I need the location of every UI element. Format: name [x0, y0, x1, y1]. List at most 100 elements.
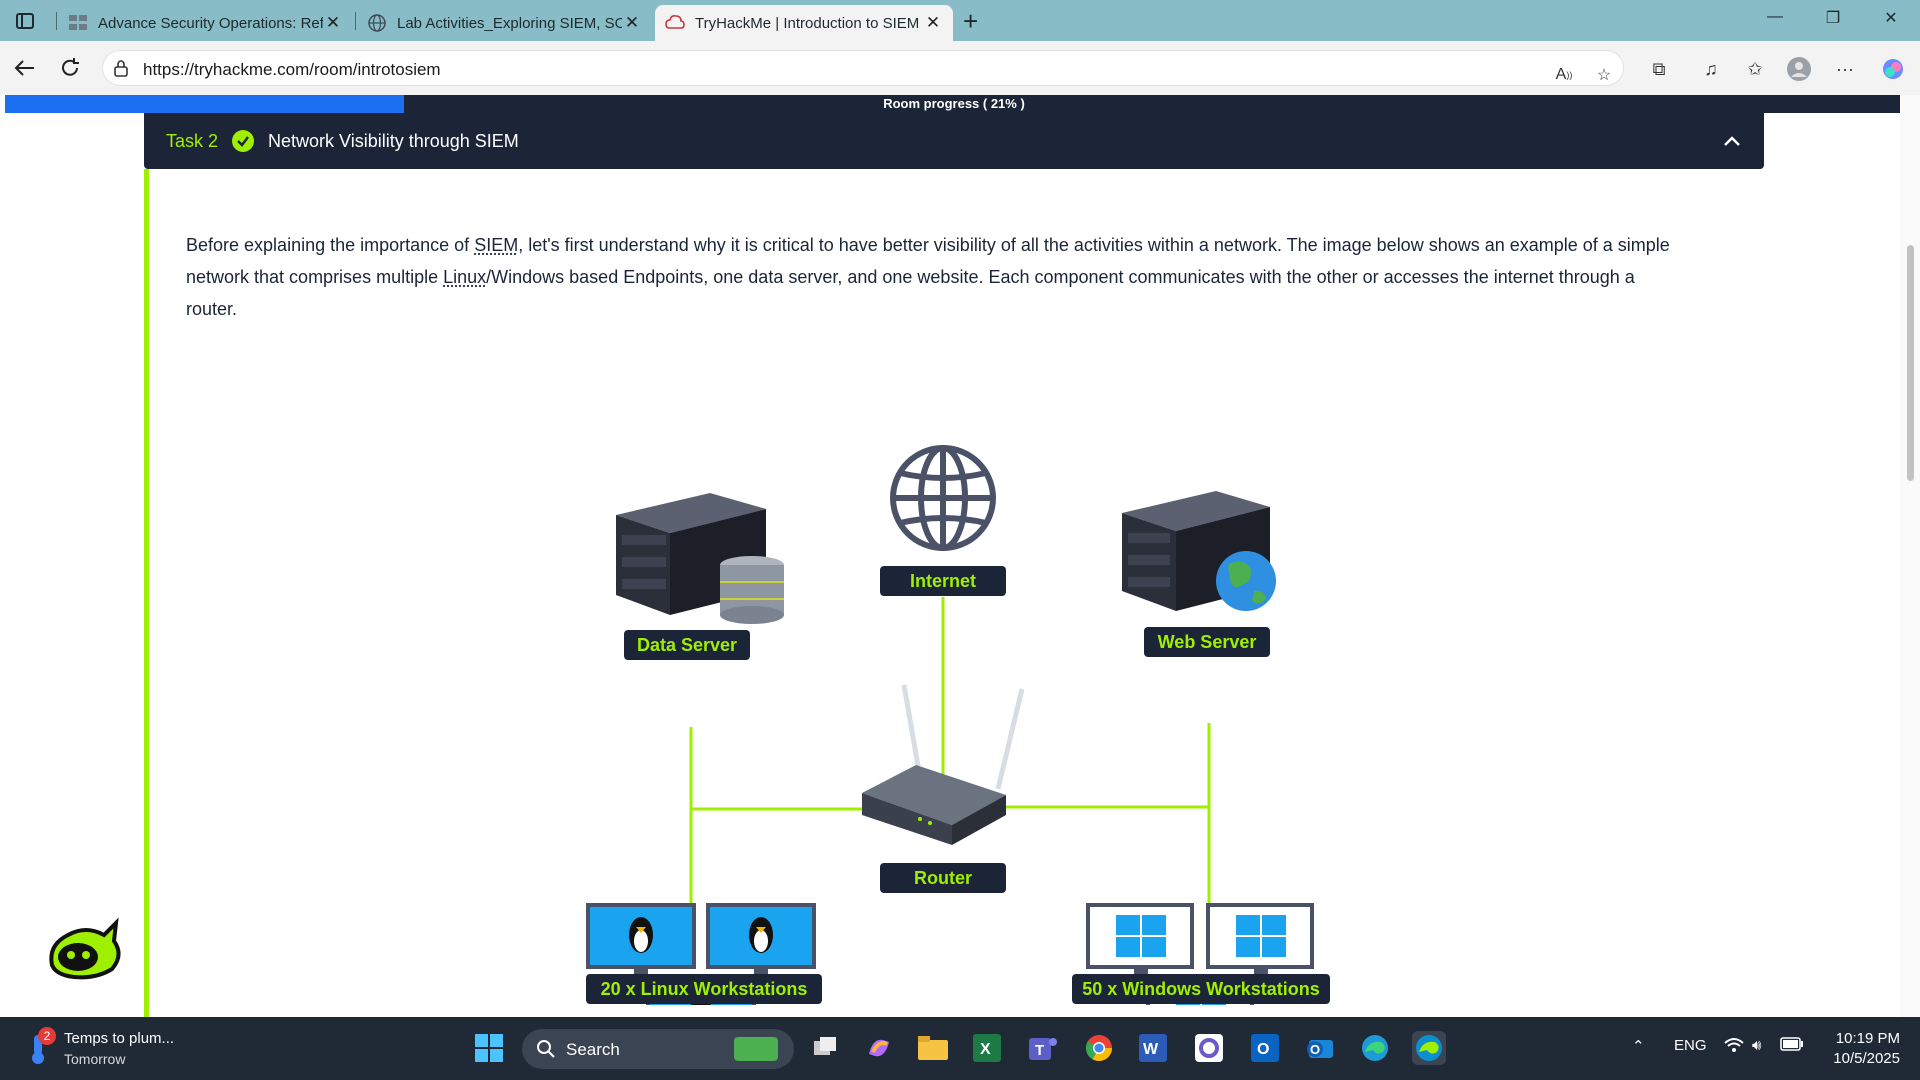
- search-placeholder: Search: [566, 1040, 620, 1059]
- copilot-icon[interactable]: [1878, 54, 1908, 84]
- profile-avatar[interactable]: [1784, 54, 1814, 84]
- new-outlook-icon[interactable]: O: [1302, 1031, 1336, 1065]
- read-aloud-icon[interactable]: A)): [1555, 66, 1573, 83]
- siem-term[interactable]: SIEM: [474, 235, 519, 255]
- tab-separator: [355, 12, 356, 30]
- globe-icon: [367, 13, 387, 33]
- svg-text:W: W: [1143, 1041, 1159, 1058]
- task-title: Network Visibility through SIEM: [268, 131, 519, 151]
- search-highlight-icon: [734, 1037, 778, 1061]
- wifi-icon[interactable]: [1724, 1037, 1744, 1057]
- file-explorer-icon[interactable]: [916, 1031, 950, 1065]
- linux-workstations-label: 20 x Linux Workstations: [586, 974, 822, 1004]
- windows-workstations-label: 50 x Windows Workstations: [1072, 974, 1330, 1004]
- language-indicator[interactable]: ENG: [1674, 1037, 1707, 1054]
- app-icon[interactable]: [1192, 1031, 1226, 1065]
- search-icon: [536, 1039, 556, 1064]
- close-window-icon[interactable]: ✕: [1884, 10, 1898, 27]
- tab-title: TryHackMe | Introduction to SIEM: [695, 14, 920, 32]
- linux-workstation-icon: [586, 903, 696, 980]
- tab-actions-icon[interactable]: [12, 9, 38, 33]
- text-run: /Windows based Endpoints, one data serve…: [186, 267, 1635, 319]
- globe-icon: [890, 445, 996, 551]
- favorites-icon[interactable]: ✩: [1747, 58, 1763, 79]
- address-bar[interactable]: https://tryhackme.com/room/introtosiem A…: [102, 50, 1624, 86]
- tab-title: Lab Activities_Exploring SIEM, SO: [397, 14, 622, 32]
- weather-title[interactable]: Temps to plum...: [64, 1030, 175, 1047]
- task-header[interactable]: Task 2 Network Visibility through SIEM: [144, 113, 1764, 169]
- text-run: Before explaining the importance of: [186, 235, 475, 255]
- tab-lab-activities[interactable]: Lab Activities_Exploring SIEM, SO ✕: [357, 5, 652, 41]
- favorite-star-icon[interactable]: ☆: [1596, 67, 1612, 84]
- scrollbar-thumb[interactable]: [1907, 245, 1914, 481]
- extensions-icon[interactable]: ⧉: [1652, 58, 1666, 79]
- teams-icon[interactable]: T: [1026, 1031, 1060, 1065]
- linux-term[interactable]: Linux: [443, 267, 487, 287]
- text-run: , let's first understand why it is criti…: [186, 235, 1670, 287]
- room-progress-bar: Room progress ( 21% ): [5, 95, 1903, 113]
- web-server-label: Web Server: [1144, 627, 1270, 657]
- data-server-icon: [616, 493, 784, 624]
- page-scrollbar[interactable]: [1900, 95, 1920, 1017]
- volume-icon[interactable]: 🔊︎: [1752, 1037, 1762, 1054]
- grid-icon: [68, 13, 88, 33]
- tab-advance-security[interactable]: Advance Security Operations: Ref ✕: [58, 5, 353, 41]
- connection-lines: [689, 597, 1211, 905]
- outlook-icon[interactable]: O: [1248, 1031, 1282, 1065]
- router-icon: [862, 684, 1025, 845]
- room-progress-fill: [5, 95, 404, 113]
- close-icon[interactable]: ✕: [925, 13, 941, 32]
- tab-tryhackme[interactable]: TryHackMe | Introduction to SIEM ✕: [655, 5, 953, 41]
- windows-workstation-icon: [1206, 903, 1314, 980]
- svg-text:O: O: [1257, 1041, 1269, 1058]
- close-icon[interactable]: ✕: [325, 13, 341, 32]
- data-server-label: Data Server: [624, 630, 750, 660]
- tab-title: Advance Security Operations: Ref: [98, 14, 323, 32]
- internet-label: Internet: [880, 566, 1006, 596]
- clock-date: 10/5/2025: [1833, 1050, 1900, 1067]
- check-circle-icon: [232, 130, 254, 152]
- taskbar-search[interactable]: Search: [522, 1029, 794, 1069]
- svg-text:O: O: [1310, 1042, 1320, 1057]
- edge-icon[interactable]: [1358, 1031, 1392, 1065]
- back-icon[interactable]: [10, 54, 38, 82]
- word-icon[interactable]: W: [1136, 1031, 1170, 1065]
- task-number: Task 2: [166, 131, 219, 151]
- tryhackme-logo[interactable]: [46, 915, 122, 981]
- svg-text:T: T: [1035, 1042, 1044, 1059]
- browser-toolbar: https://tryhackme.com/room/introtosiem A…: [0, 41, 1920, 95]
- refresh-icon[interactable]: [56, 54, 84, 82]
- lock-icon[interactable]: [113, 59, 129, 82]
- restore-icon[interactable]: ❐: [1825, 10, 1841, 27]
- task-view-icon[interactable]: [808, 1031, 842, 1065]
- more-menu-icon[interactable]: ···: [1836, 58, 1854, 79]
- chevron-up-icon[interactable]: [1718, 127, 1746, 155]
- task-body: [144, 169, 1764, 1017]
- router-label: Router: [880, 863, 1006, 893]
- clock-time: 10:19 PM: [1835, 1030, 1900, 1047]
- excel-icon[interactable]: X: [970, 1031, 1004, 1065]
- windows-workstation-icon: [1086, 903, 1194, 980]
- new-tab-button[interactable]: +: [963, 6, 979, 36]
- page-content: Room progress ( 21% ) Task 2 Network Vis…: [0, 95, 1920, 1017]
- minimize-icon[interactable]: —: [1767, 8, 1783, 25]
- chrome-icon[interactable]: [1082, 1031, 1116, 1065]
- battery-icon[interactable]: [1780, 1037, 1804, 1055]
- edge-dev-icon-active[interactable]: [1412, 1031, 1446, 1065]
- diagram-graphics: [586, 445, 1314, 1005]
- web-server-icon: [1122, 491, 1276, 611]
- url-text[interactable]: https://tryhackme.com/room/introtosiem: [143, 60, 441, 79]
- task-paragraph: Before explaining the importance of SIEM…: [186, 229, 1686, 325]
- copilot-app-icon[interactable]: [862, 1031, 896, 1065]
- network-diagram: Internet Data Server Web Server Router 2…: [560, 345, 1360, 1005]
- tab-strip: Advance Security Operations: Ref ✕ Lab A…: [0, 0, 1920, 41]
- chevron-up-icon[interactable]: ⌃: [1632, 1038, 1645, 1055]
- close-icon[interactable]: ✕: [624, 13, 640, 32]
- windows-start-icon[interactable]: [472, 1031, 506, 1065]
- linux-workstation-icon: [706, 903, 816, 980]
- svg-text:X: X: [980, 1041, 991, 1058]
- windows-taskbar: 2 Temps to plum... Tomorrow Search X T W…: [0, 1017, 1920, 1080]
- room-progress-label: Room progress ( 21% ): [883, 96, 1025, 111]
- system-clock[interactable]: 10:19 PM 10/5/2025: [1810, 1029, 1900, 1069]
- browser-essentials-icon[interactable]: ♫: [1704, 58, 1718, 79]
